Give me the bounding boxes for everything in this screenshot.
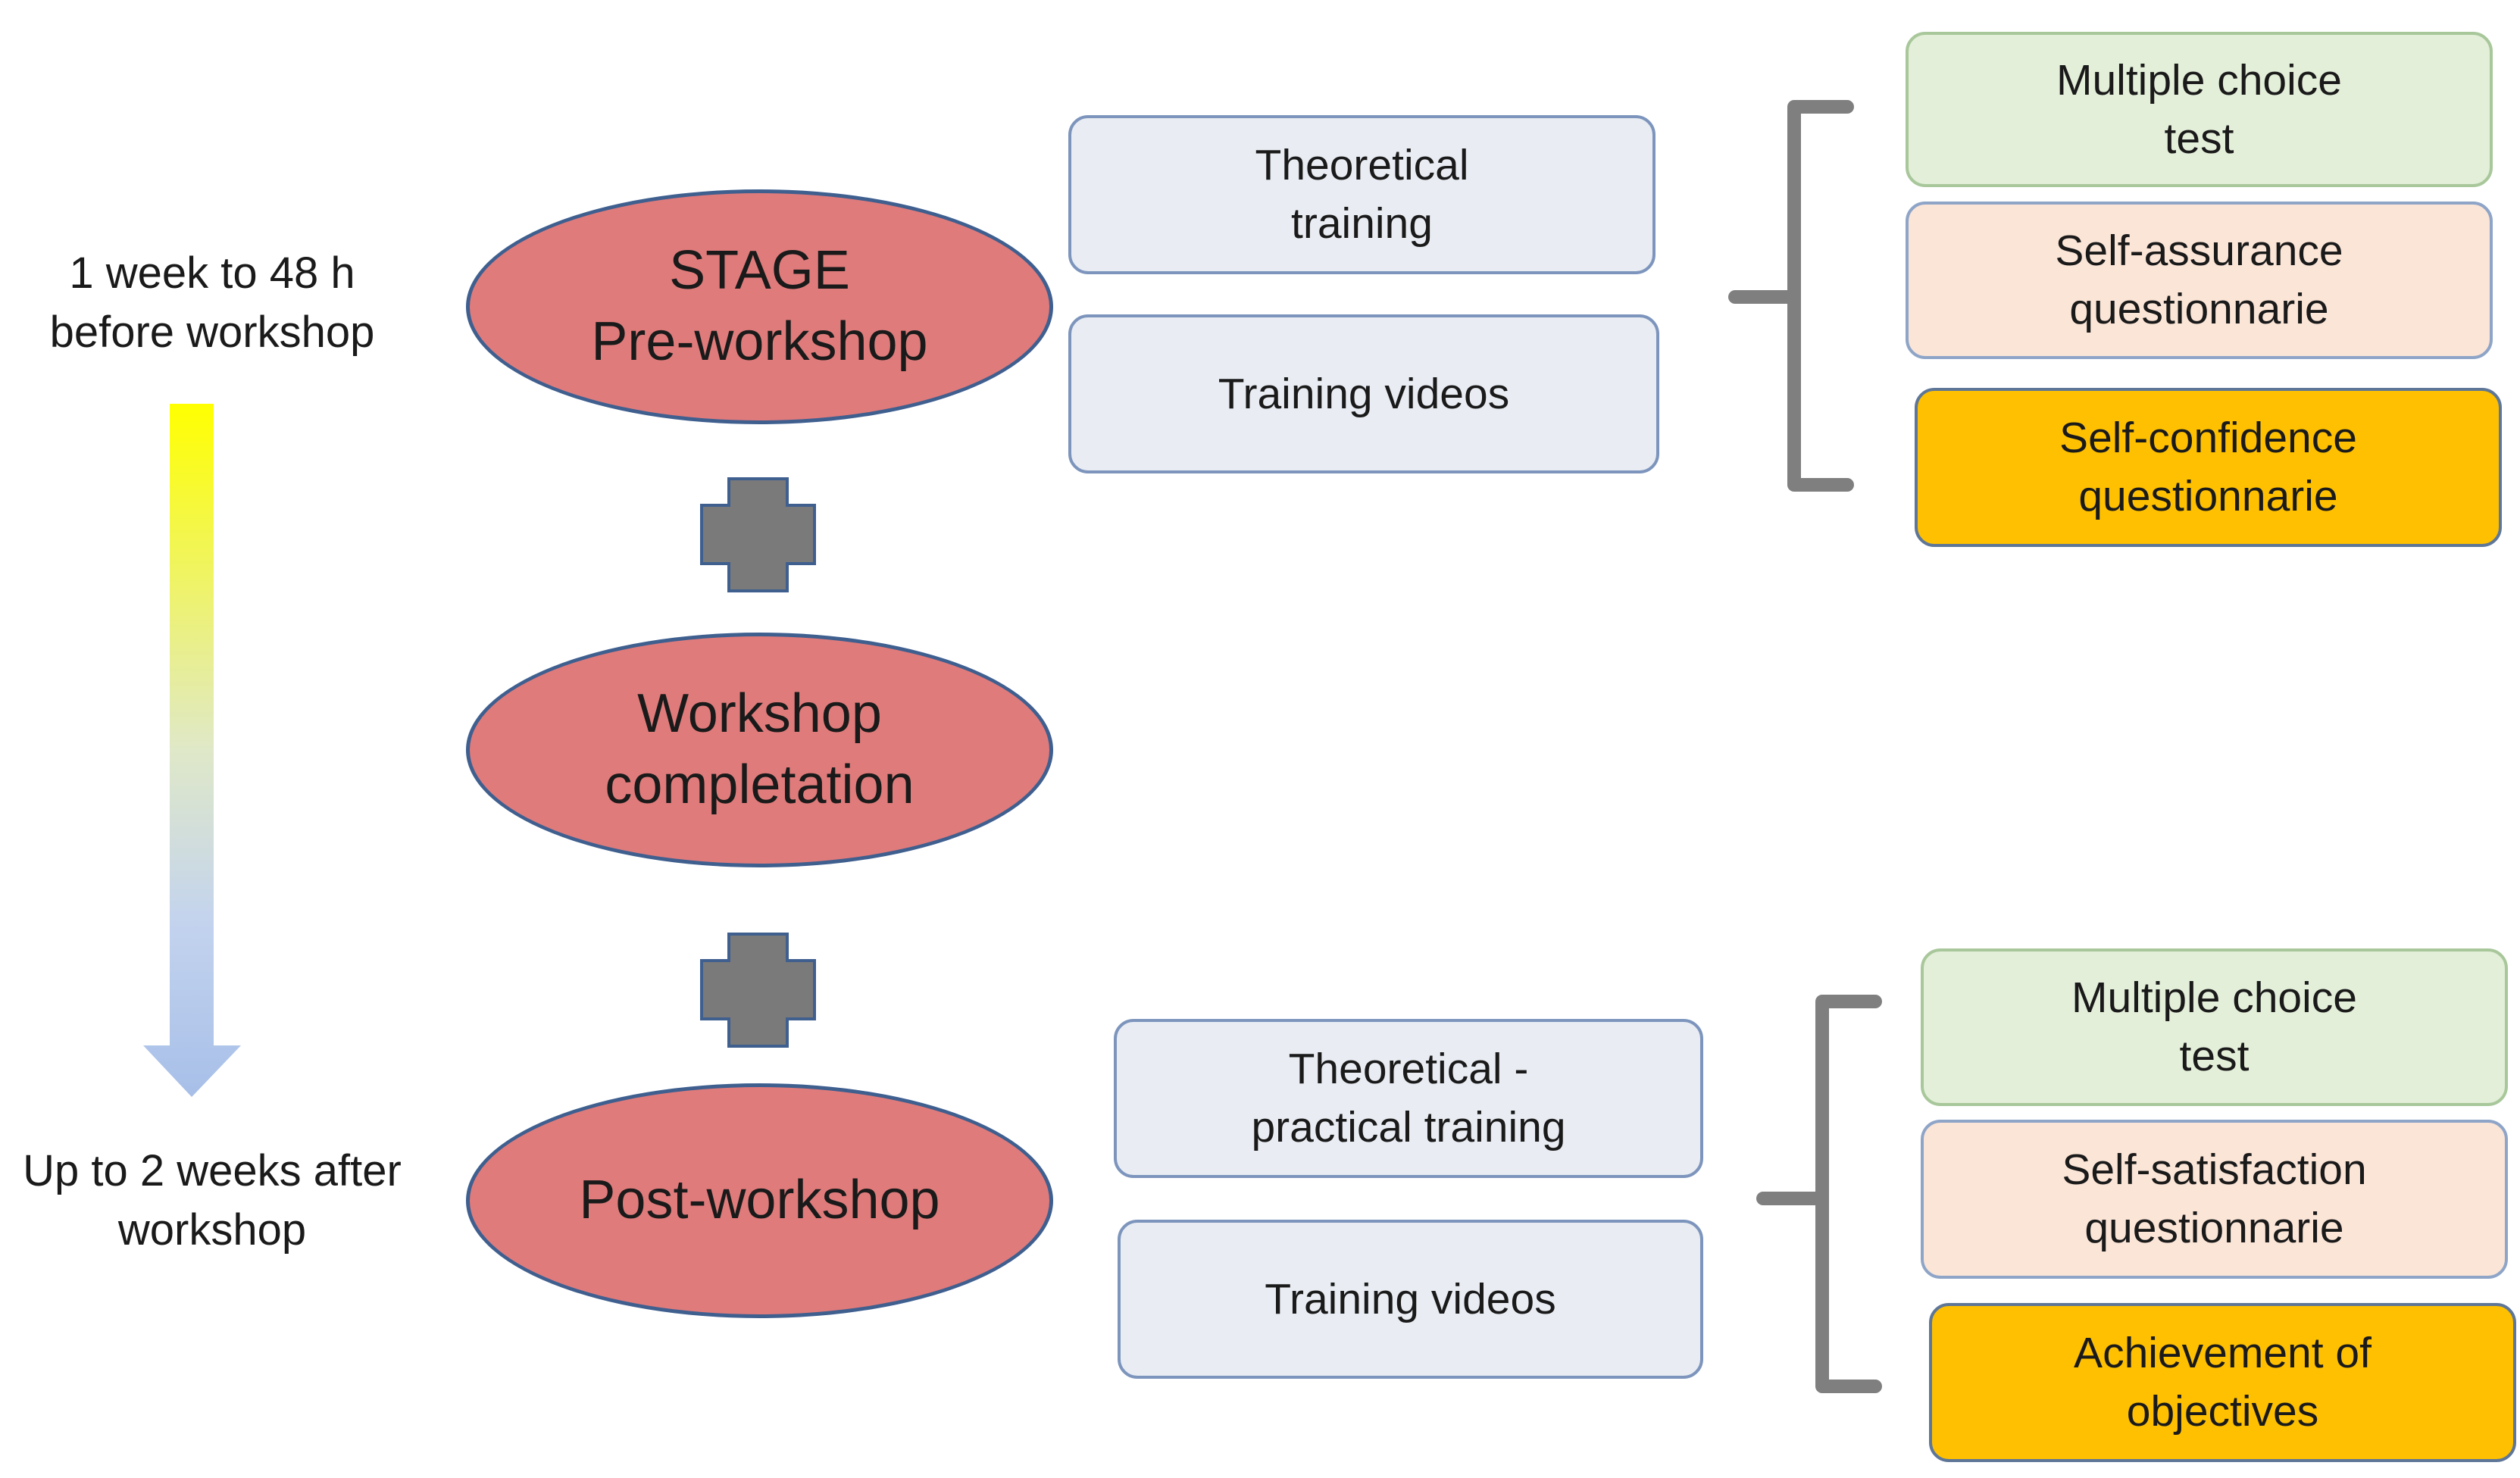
brace-post-evaluations — [1756, 995, 1882, 1393]
post-self-satisfaction-box: Self-satisfaction questionnarie — [1921, 1120, 2508, 1279]
plus-icon-top — [700, 477, 816, 592]
brace-pre-evaluations — [1728, 100, 1854, 492]
timeline-end-label: Up to 2 weeks after workshop — [23, 1145, 402, 1255]
pre-self-assurance-box: Self-assurance questionnarie — [1906, 202, 2493, 359]
stage-pre-workshop: STAGE Pre-workshop — [466, 189, 1053, 424]
post-achievement-box: Achievement of objectives — [1929, 1303, 2516, 1462]
pre-theoretical-training-box: Theoretical training — [1068, 115, 1656, 274]
post-training-videos-box: Training videos — [1118, 1220, 1703, 1379]
timeline-start-label: 1 week to 48 h before workshop — [49, 248, 375, 357]
pre-multiple-choice-test-box: Multiple choice test — [1906, 32, 2493, 187]
post-multiple-choice-test-box: Multiple choice test — [1921, 948, 2508, 1106]
stage-post-workshop: Post-workshop — [466, 1083, 1053, 1318]
pre-training-videos-box: Training videos — [1068, 314, 1659, 473]
pre-self-confidence-box: Self-confidence questionnarie — [1915, 388, 2502, 547]
post-theoretical-practical-box: Theoretical - practical training — [1114, 1019, 1703, 1178]
timeline-arrow — [143, 404, 241, 1097]
plus-icon-bottom — [700, 933, 816, 1048]
stage-workshop-completion: Workshop completation — [466, 633, 1053, 867]
